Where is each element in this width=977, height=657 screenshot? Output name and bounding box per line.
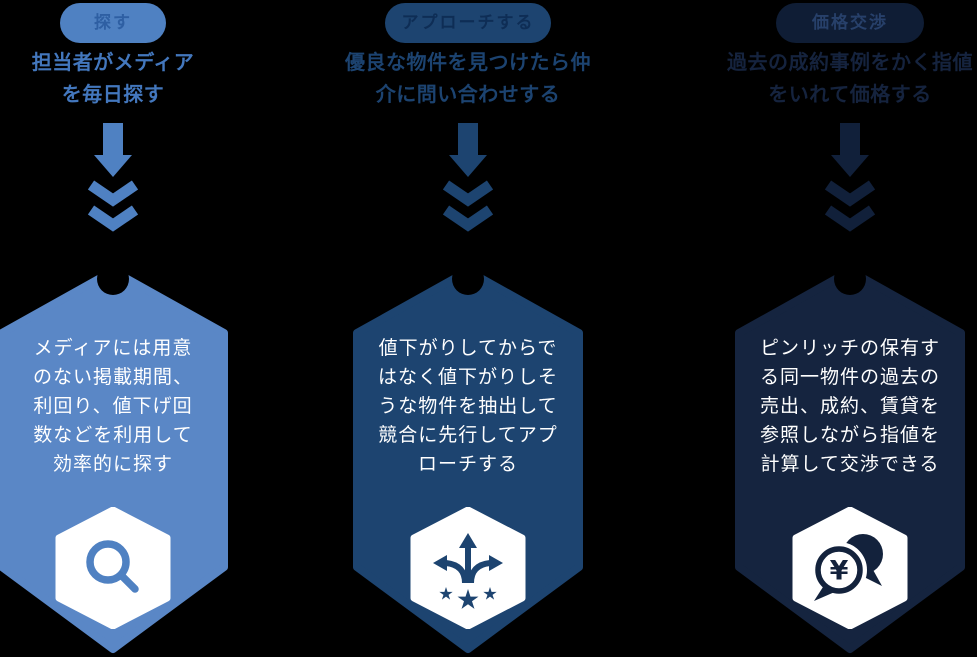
box-text-line: 値下がりしてからで — [378, 337, 558, 359]
step-pill: アプローチする — [385, 3, 551, 43]
step-pill: 探す — [60, 3, 166, 43]
step-pill: 価格交渉 — [776, 3, 924, 43]
box-text-line: うな物件を抽出して — [378, 395, 558, 417]
chevron-down-icon — [87, 205, 139, 232]
process-column-approach: アプローチする 優良な物件を見つけたら仲 介に問い合わせする 値下がりしてからで… — [345, 0, 591, 657]
heading-line: を毎日探す — [61, 82, 165, 106]
hexagon-text: メディアには用意 のない掲載期間、 利回り、値下げ回 数などを利用して 効率的に… — [0, 334, 228, 479]
info-hexagon: メディアには用意 のない掲載期間、 利回り、値下げ回 数などを利用して 効率的に… — [0, 264, 228, 656]
heading-line: をいれて価格する — [768, 82, 932, 106]
box-text-line: ローチする — [417, 453, 518, 475]
hexagon-text: 値下がりしてからで はなく値下がりしそ うな物件を抽出して 競合に先行してアプ … — [353, 334, 583, 479]
box-text-line: 数などを利用して — [33, 424, 193, 446]
spread-arrows-stars-icon — [433, 533, 503, 609]
hexagon-text: ピンリッチの保有す る同一物件の過去の 売出、成約、賃貸を 参照しながら指値を … — [735, 334, 965, 479]
down-arrow-icon — [442, 123, 494, 232]
step-heading: 優良な物件を見つけたら仲 介に問い合わせする — [345, 46, 591, 110]
yen-speech-bubbles-icon: ¥ — [811, 534, 883, 601]
chevron-down-icon — [824, 205, 876, 232]
down-arrow-icon — [87, 123, 139, 232]
box-text-line: のない掲載期間、 — [32, 366, 193, 388]
hexagon-notch — [452, 264, 484, 295]
process-column-negotiate: 価格交渉 過去の成約事例をかく指値 をいれて価格する ピンリッチの保有す る同一… — [727, 0, 973, 657]
icon-badge: ¥ — [792, 507, 908, 629]
hexagon-notch — [97, 264, 129, 295]
hexagon-notch — [834, 264, 866, 295]
magnifier-icon — [86, 540, 139, 593]
chevron-down-icon — [442, 180, 494, 207]
box-text-line: 利回り、値下げ回 — [33, 395, 193, 417]
step-heading: 担当者がメディア を毎日探す — [32, 46, 195, 110]
box-text-line: る同一物件の過去の — [759, 366, 940, 388]
yen-glyph: ¥ — [830, 556, 849, 587]
icon-badge — [410, 507, 526, 629]
box-text-line: ピンリッチの保有す — [759, 337, 940, 359]
chevron-down-icon — [442, 205, 494, 232]
heading-line: 介に問い合わせする — [375, 82, 561, 106]
box-text-line: はなく値下がりしそ — [377, 366, 558, 388]
process-column-search: 探す 担当者がメディア を毎日探す メディアには用意 のない掲載期間、 利回り、… — [0, 0, 228, 657]
heading-line: 過去の成約事例をかく指値 — [727, 50, 973, 74]
step-heading: 過去の成約事例をかく指値 をいれて価格する — [727, 46, 973, 110]
box-text-line: 売出、成約、賃貸を — [759, 395, 940, 417]
heading-line: 担当者がメディア — [31, 50, 195, 74]
box-text-line: 計算して交渉できる — [760, 453, 940, 475]
chevron-down-icon — [824, 180, 876, 207]
box-text-line: メディアには用意 — [33, 337, 193, 359]
icon-badge — [55, 507, 171, 629]
chevron-down-icon — [87, 180, 139, 207]
info-hexagon: 値下がりしてからで はなく値下がりしそ うな物件を抽出して 競合に先行してアプ … — [353, 264, 583, 656]
down-arrow-icon — [824, 123, 876, 232]
heading-line: 優良な物件を見つけたら仲 — [345, 50, 591, 74]
box-text-line: 効率的に探す — [52, 453, 173, 475]
box-text-line: 競合に先行してアプ — [378, 424, 558, 446]
info-hexagon: ピンリッチの保有す る同一物件の過去の 売出、成約、賃貸を 参照しながら指値を … — [735, 264, 965, 656]
box-text-line: 参照しながら指値を — [759, 424, 940, 446]
